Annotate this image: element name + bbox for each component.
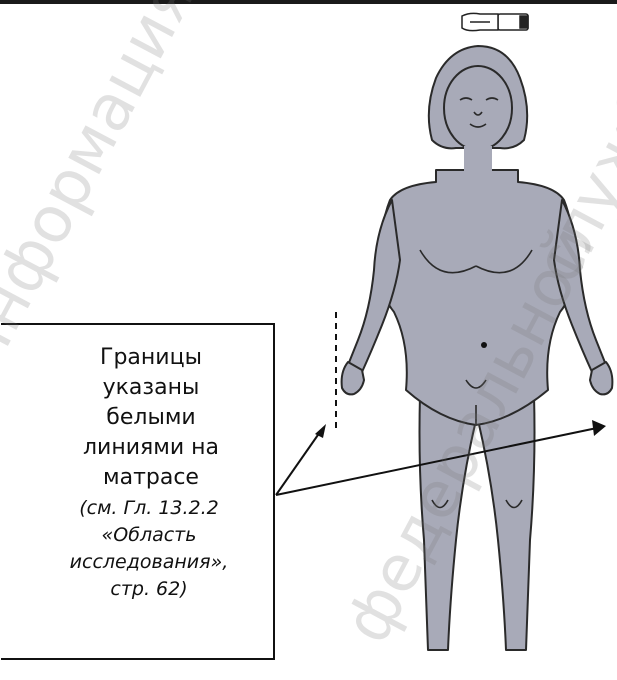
reference-line: «Область	[25, 522, 273, 549]
neck	[464, 146, 492, 176]
left-leg	[420, 395, 477, 650]
callout-line: Границы	[29, 343, 273, 373]
navel	[481, 342, 487, 348]
callout-box: Границы указаны белыми линиями на матрас…	[1, 323, 275, 660]
callout-main-text: Границы указаны белыми линиями на матрас…	[1, 343, 273, 493]
callout-line: матрасе	[29, 463, 273, 493]
right-leg	[478, 395, 535, 650]
face	[444, 66, 512, 150]
reference-line: стр. 62)	[25, 576, 273, 603]
left-arm	[348, 200, 400, 372]
right-arm	[554, 200, 606, 372]
callout-line: белыми	[29, 403, 273, 433]
pointing-hand-icon	[462, 13, 528, 30]
callout-reference-text: (см. Гл. 13.2.2 «Область исследования», …	[1, 495, 273, 603]
reference-line: исследования»,	[25, 549, 273, 576]
torso	[380, 170, 575, 425]
human-figure	[342, 46, 613, 650]
arrow-head-right	[592, 420, 606, 436]
callout-line: указаны	[29, 373, 273, 403]
callout-line: линиями на	[29, 433, 273, 463]
reference-line: (см. Гл. 13.2.2	[25, 495, 273, 522]
